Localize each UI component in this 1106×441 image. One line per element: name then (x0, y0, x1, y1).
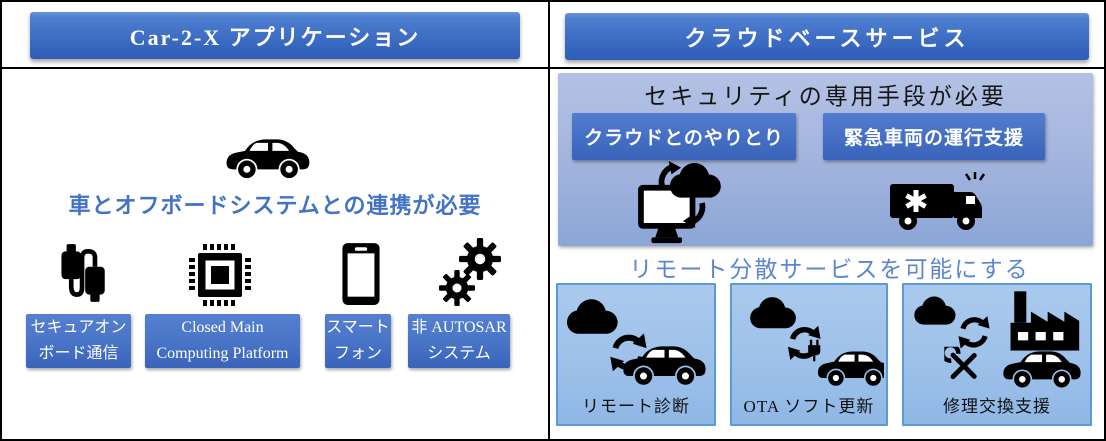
car-icon (224, 132, 312, 182)
ambulance-icon (886, 169, 986, 235)
cloud-sync-plug-car-icon (750, 297, 884, 386)
service-repair-support-label: 修理交換支援 (943, 397, 1051, 416)
service-remote-diagnosis: リモート診断 (556, 283, 716, 426)
left-panel-header: Car-2-X アプリケーション (30, 12, 520, 59)
left-need-text: 車とオフボードシステムとの連携が必要 (68, 193, 482, 218)
header-row-divider (0, 67, 1106, 69)
label-non-autosar-system: 非 AUTOSAR システム (408, 314, 510, 368)
label-smartphone: スマート フォン (325, 314, 391, 368)
remote-services-text: リモート分散サービスを可能にする (629, 257, 1030, 282)
cpu-chip-icon (188, 243, 252, 307)
security-section-title: セキュリティの専用手段が必要 (644, 84, 1007, 109)
right-panel-header: クラウドベースサービス (565, 13, 1089, 60)
smartphone-icon (338, 241, 384, 307)
label-emergency-vehicle-support: 緊急車両の運行支援 (823, 113, 1045, 160)
service-ota-update: OTA ソフト更新 (730, 283, 888, 426)
label-secure-onboard: セキュアオン ボード通信 (26, 314, 131, 368)
label-cloud-interaction: クラウドとのやりとり (572, 113, 796, 160)
left-panel-title: Car-2-X アプリケーション (129, 24, 421, 50)
service-remote-diagnosis-label: リモート診断 (582, 397, 690, 416)
usb-cable-icon (47, 241, 113, 307)
label-closed-main-computing-platform: Closed Main Computing Platform (145, 314, 300, 368)
cloud-sync-tools-factory-car-icon (914, 291, 1081, 388)
right-panel-title: クラウドベースサービス (684, 25, 970, 51)
gears-icon (439, 238, 501, 306)
column-divider (548, 0, 550, 441)
cloud-sync-car-icon (567, 299, 706, 385)
security-section: セキュリティの専用手段が必要 クラウドとのやりとり 緊急車両の運行支援 (558, 73, 1093, 246)
service-ota-update-label: OTA ソフト更新 (743, 397, 875, 416)
service-repair-support: 修理交換支援 (902, 283, 1092, 426)
monitor-cloud-sync-icon (638, 161, 721, 244)
